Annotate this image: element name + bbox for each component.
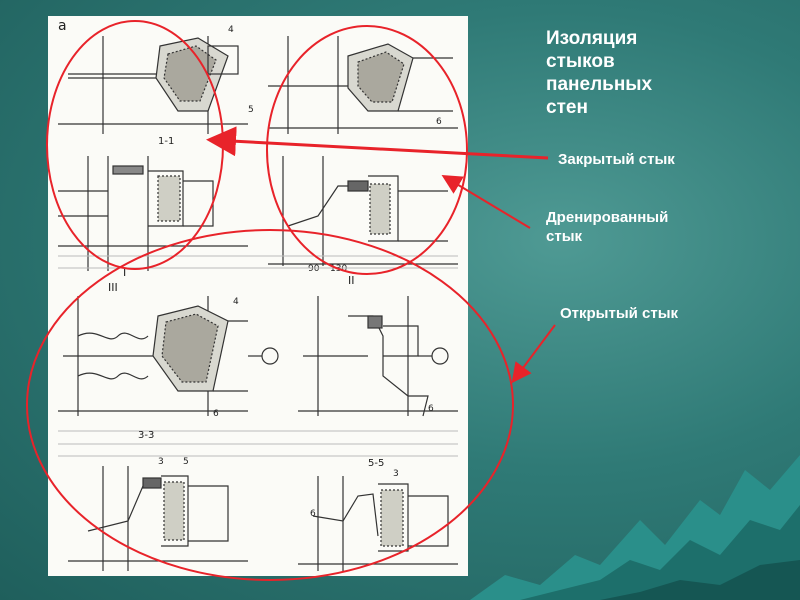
drained-joint-label: Дренированный стык [546, 208, 766, 246]
drained-joint-section [268, 156, 458, 266]
title-line-1: Изоляция [546, 28, 638, 49]
svg-text:6: 6 [436, 117, 442, 127]
dimension-1: 90 [308, 264, 320, 274]
title-line-3: панельных [546, 74, 653, 95]
open-joint-section-left [68, 466, 248, 571]
section-label-3: 3-3 [138, 430, 154, 441]
svg-text:6: 6 [213, 409, 219, 419]
drained-joint-plan [268, 36, 458, 134]
svg-text:6: 6 [428, 404, 434, 414]
svg-text:4: 4 [233, 297, 239, 307]
svg-text:3: 3 [158, 457, 164, 467]
panel-label: а [58, 18, 67, 34]
svg-text:4: 4 [228, 25, 234, 35]
closed-joint-label: Закрытый стык [558, 151, 675, 168]
marker-3: III [108, 281, 118, 294]
svg-text:3: 3 [393, 469, 399, 479]
marker-2: II [348, 274, 355, 287]
title-line-2: стыков [546, 51, 615, 72]
svg-text:5: 5 [183, 457, 189, 467]
closed-joint-section [58, 156, 248, 271]
svg-text:6: 6 [310, 509, 316, 519]
open-joint-plan-left [58, 296, 279, 416]
drained-joint-label-line-1: Дренированный [546, 209, 669, 226]
closed-joint-plan [58, 36, 248, 134]
open-joint-label: Открытый стык [560, 305, 679, 322]
section-label-1: 1-1 [158, 136, 174, 147]
section-label-5: 5-5 [368, 458, 384, 469]
title-line-4: стен [546, 97, 588, 118]
slide-title: Изоляция стыков панельных стен [546, 27, 746, 119]
svg-text:5: 5 [248, 105, 254, 115]
joint-drawings: а 4 5 1-1 [58, 18, 458, 571]
technical-drawing: а 4 5 1-1 [48, 16, 468, 576]
open-joint-section-right [298, 476, 458, 571]
open-joint-plan-right [298, 296, 458, 417]
drained-joint-label-line-2: стык [546, 228, 583, 245]
dimension-2: 130 [330, 264, 347, 274]
